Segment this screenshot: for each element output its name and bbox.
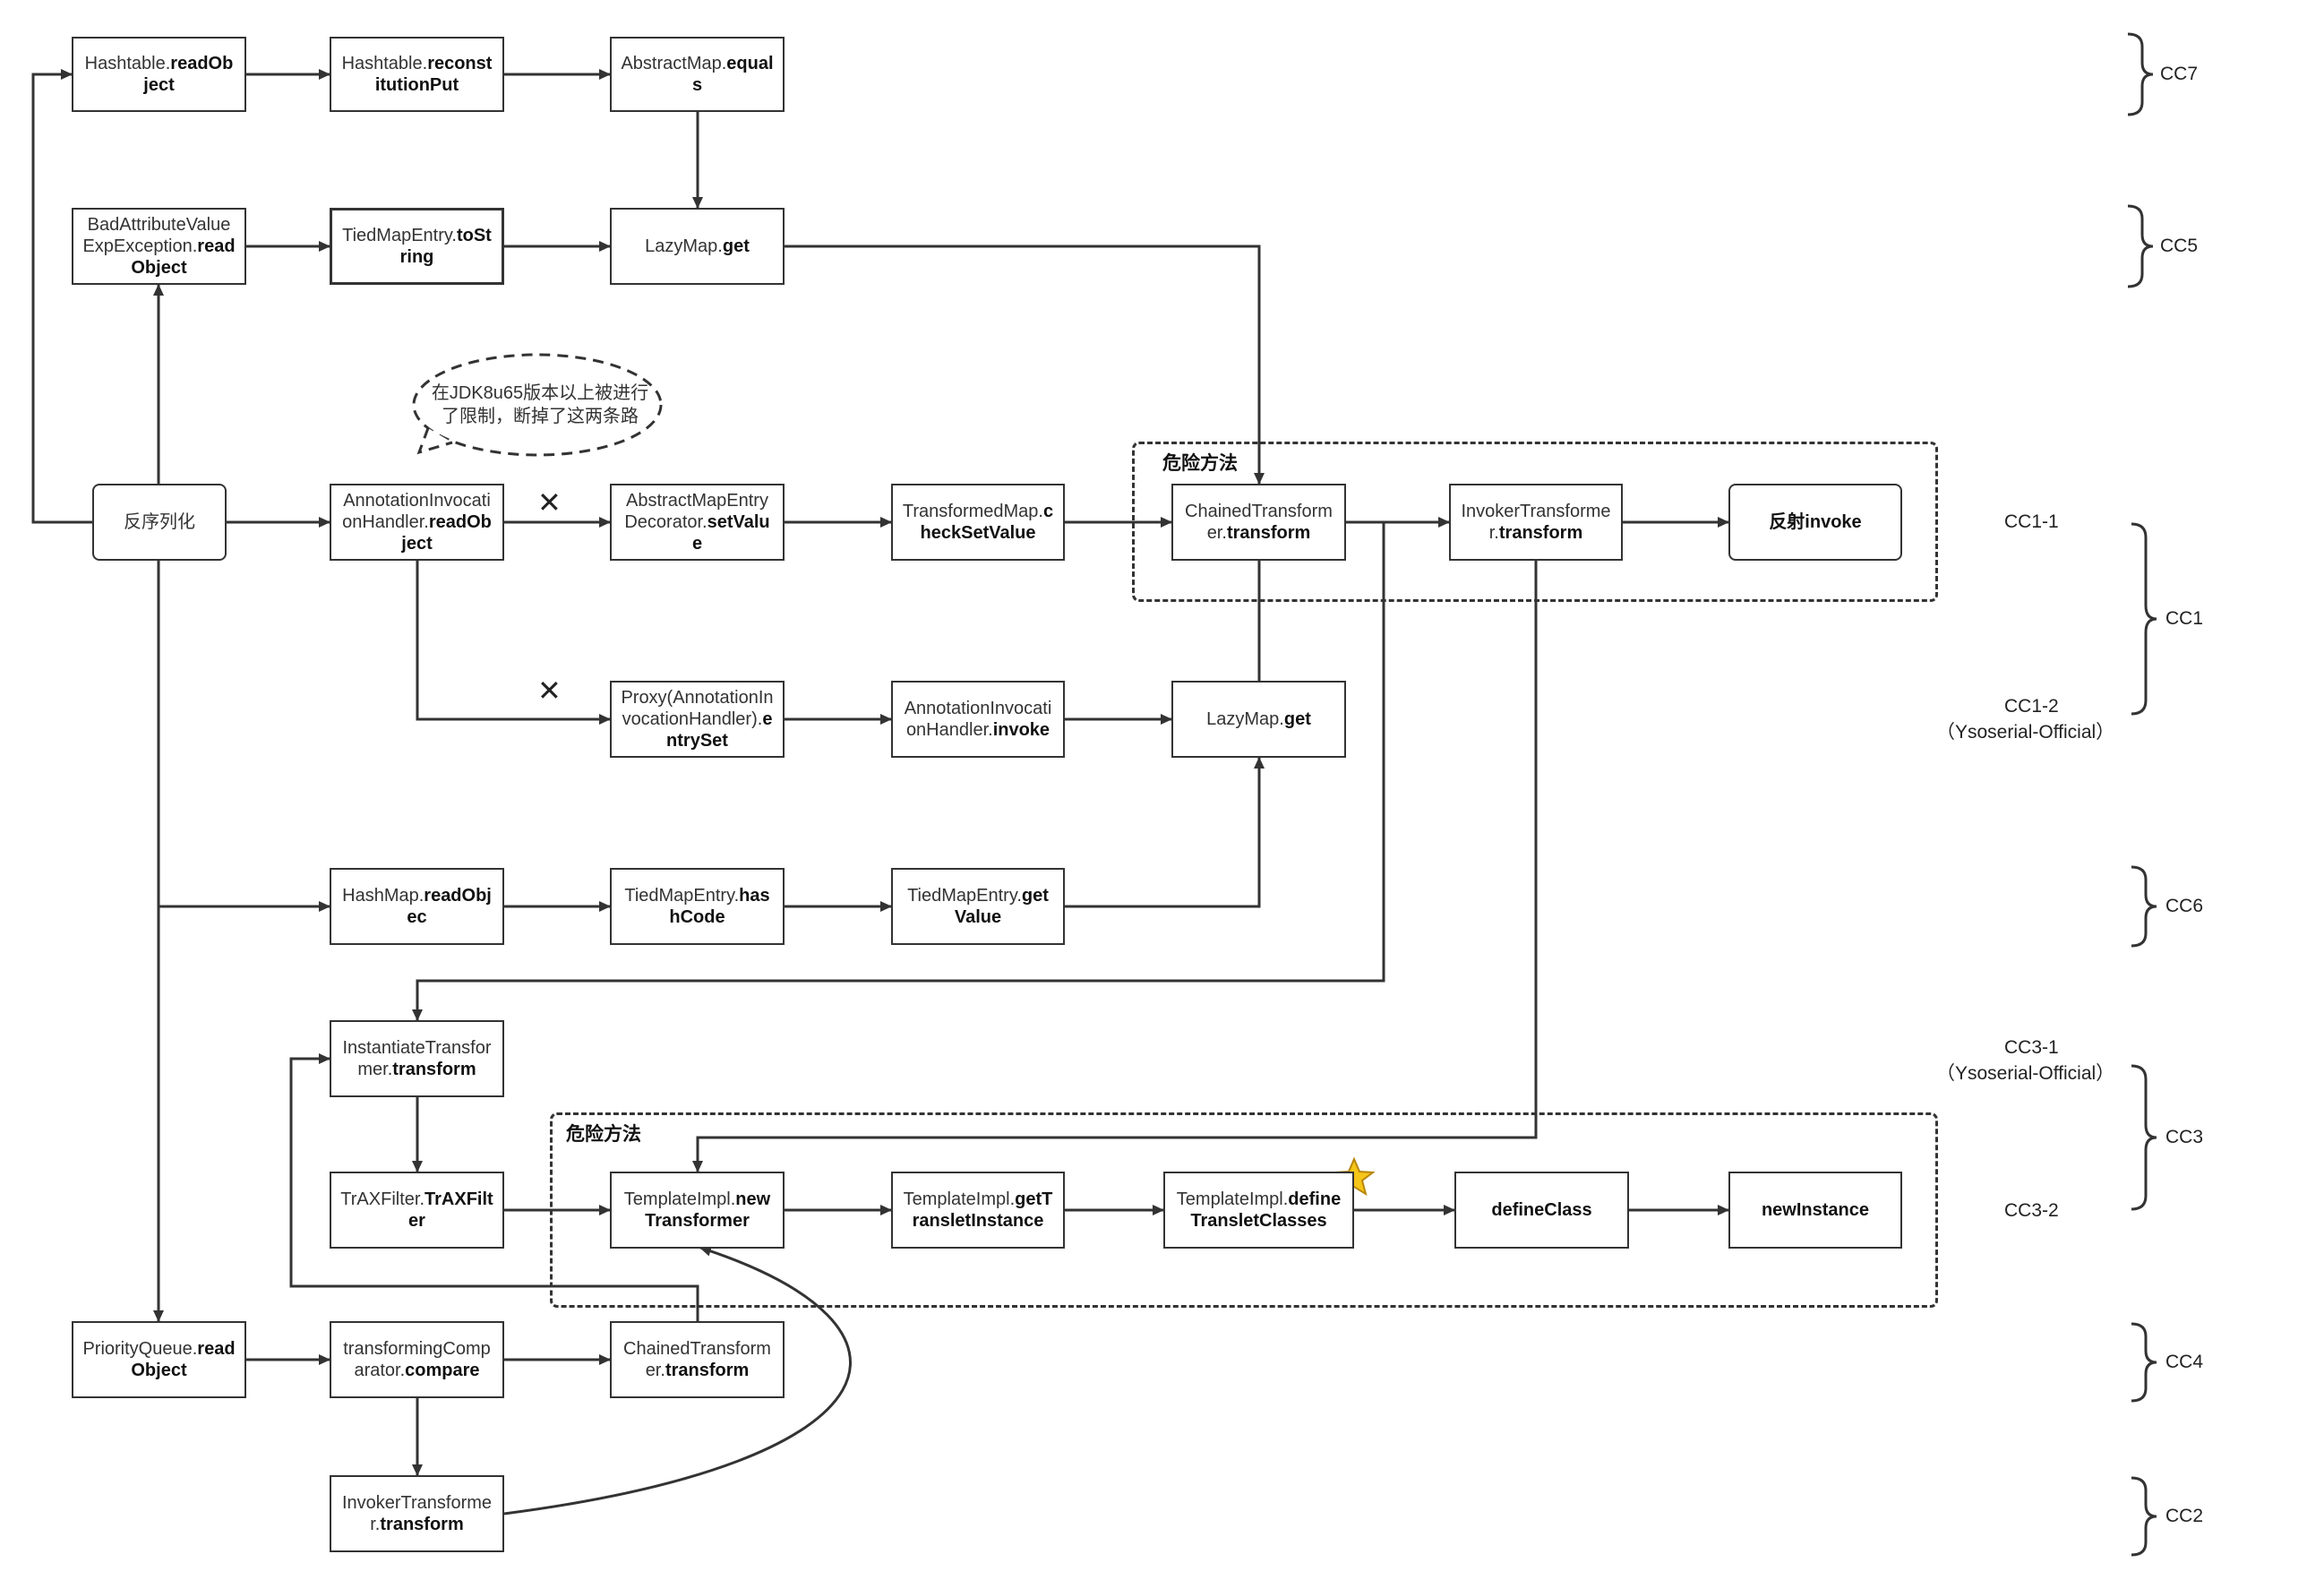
box-deserialize: 反序列化	[92, 484, 227, 561]
box-abstractmapentry-setvalue: AbstractMapEntryDecorator.setValue	[610, 484, 785, 561]
box-newinstance: newInstance	[1728, 1172, 1902, 1249]
brace	[2131, 522, 2157, 716]
box-templateimpl-definetransletclasses: TemplateImpl.defineTransletClasses	[1163, 1172, 1354, 1249]
box-proxy-entryset: Proxy(AnnotationInvocationHandler).entry…	[610, 681, 785, 758]
chain-label-cc2: CC2	[2165, 1506, 2204, 1526]
edge	[503, 1246, 852, 1516]
box-annotation-readobject: AnnotationInvocationHandler.readObject	[330, 484, 504, 561]
callout-text: 在JDK8u65版本以上被进行了限制，断掉了这两条路	[431, 383, 649, 426]
cross-icon: ✕	[537, 485, 562, 520]
chain-label-cc3-1: CC3-1	[2004, 1037, 2059, 1058]
chain-label-cc6: CC6	[2165, 896, 2204, 916]
box-defineclass: defineClass	[1454, 1172, 1629, 1249]
edge	[692, 561, 1538, 1172]
chain-label-cc4: CC4	[2165, 1352, 2204, 1372]
box-abstractmap-equals: AbstractMap.equals	[610, 37, 785, 112]
edge	[31, 69, 92, 524]
chain-label-cc3-1-sub: （Ysoserial-Official）	[1936, 1063, 2115, 1084]
box-tiedmapentry-getvalue: TiedMapEntry.getValue	[891, 868, 1065, 945]
danger-frame-bottom	[550, 1112, 1938, 1308]
box-annotation-invoke: AnnotationInvocationHandler.invoke	[891, 681, 1065, 758]
box-hashtable-readobject: Hashtable.readObject	[72, 37, 246, 112]
brace	[2131, 1476, 2157, 1557]
chain-label-cc3-2: CC3-2	[2004, 1200, 2059, 1221]
edge	[785, 245, 1265, 485]
edge	[412, 522, 1385, 1021]
edge	[1065, 757, 1265, 908]
brace	[2131, 865, 2157, 948]
brace	[2127, 204, 2154, 288]
edge	[289, 1053, 699, 1321]
box-instantiate-transform: InstantiateTransformer.transform	[330, 1020, 504, 1097]
box-priorityqueue-readobject: PriorityQueue.readObject	[72, 1321, 246, 1398]
brace	[2131, 1322, 2157, 1403]
box-tiedmapentry-tostring: TiedMapEntry.toString	[330, 208, 504, 285]
brace	[2127, 32, 2154, 116]
chain-label-cc7: CC7	[2160, 64, 2199, 84]
chain-label-cc1-2: CC1-2	[2004, 696, 2059, 717]
edge	[416, 561, 611, 725]
cross-icon: ✕	[537, 674, 562, 708]
danger-frame-top-title: 危险方法	[1162, 453, 1238, 474]
box-transformingcomparator-compare: transformingComparator.compare	[330, 1321, 504, 1398]
brace-group	[2127, 32, 2157, 1557]
box-badattribute-readobject: BadAttributeValueExpException.readObject	[72, 208, 246, 285]
box-tiedmapentry-hashcode: TiedMapEntry.hashCode	[610, 868, 785, 945]
box-reflect-invoke: 反射invoke	[1728, 484, 1902, 561]
danger-frame-top	[1132, 442, 1938, 602]
box-chainedtransformer-transform-bottom: ChainedTransformer.transform	[610, 1321, 785, 1398]
danger-frame-bottom-title: 危险方法	[566, 1124, 641, 1145]
box-invokertransformer-transform-bottom: InvokerTransformer.transform	[330, 1475, 504, 1552]
box-chainedtransformer-transform-top: ChainedTransformer.transform	[1171, 484, 1346, 561]
box-transformedmap-checksetvalue: TransformedMap.checkSetValue	[891, 484, 1065, 561]
chain-label-cc3: CC3	[2165, 1127, 2204, 1147]
box-templateimpl-newtransformer: TemplateImpl.newTransformer	[610, 1172, 785, 1249]
box-templateimpl-gettransletinstance: TemplateImpl.getTransletInstance	[891, 1172, 1065, 1249]
chain-label-cc1-2-sub: （Ysoserial-Official）	[1936, 722, 2115, 743]
edge	[157, 561, 330, 912]
brace	[2131, 1064, 2157, 1211]
box-lazymap-get-top: LazyMap.get	[610, 208, 785, 285]
box-traxfilter: TrAXFilter.TrAXFilter	[330, 1172, 504, 1249]
box-hashtable-reconstitutionput: Hashtable.reconstitutionPut	[330, 37, 504, 112]
box-lazymap-get-mid: LazyMap.get	[1171, 681, 1346, 758]
callout-bubble	[412, 353, 663, 457]
chain-label-cc5: CC5	[2160, 236, 2199, 256]
box-invokertransformer-transform-top: InvokerTransformer.transform	[1449, 484, 1623, 561]
box-hashmap-readobject: HashMap.readObjec	[330, 868, 504, 945]
chain-label-cc1: CC1	[2165, 608, 2204, 629]
chain-label-cc1-1: CC1-1	[2004, 511, 2059, 532]
